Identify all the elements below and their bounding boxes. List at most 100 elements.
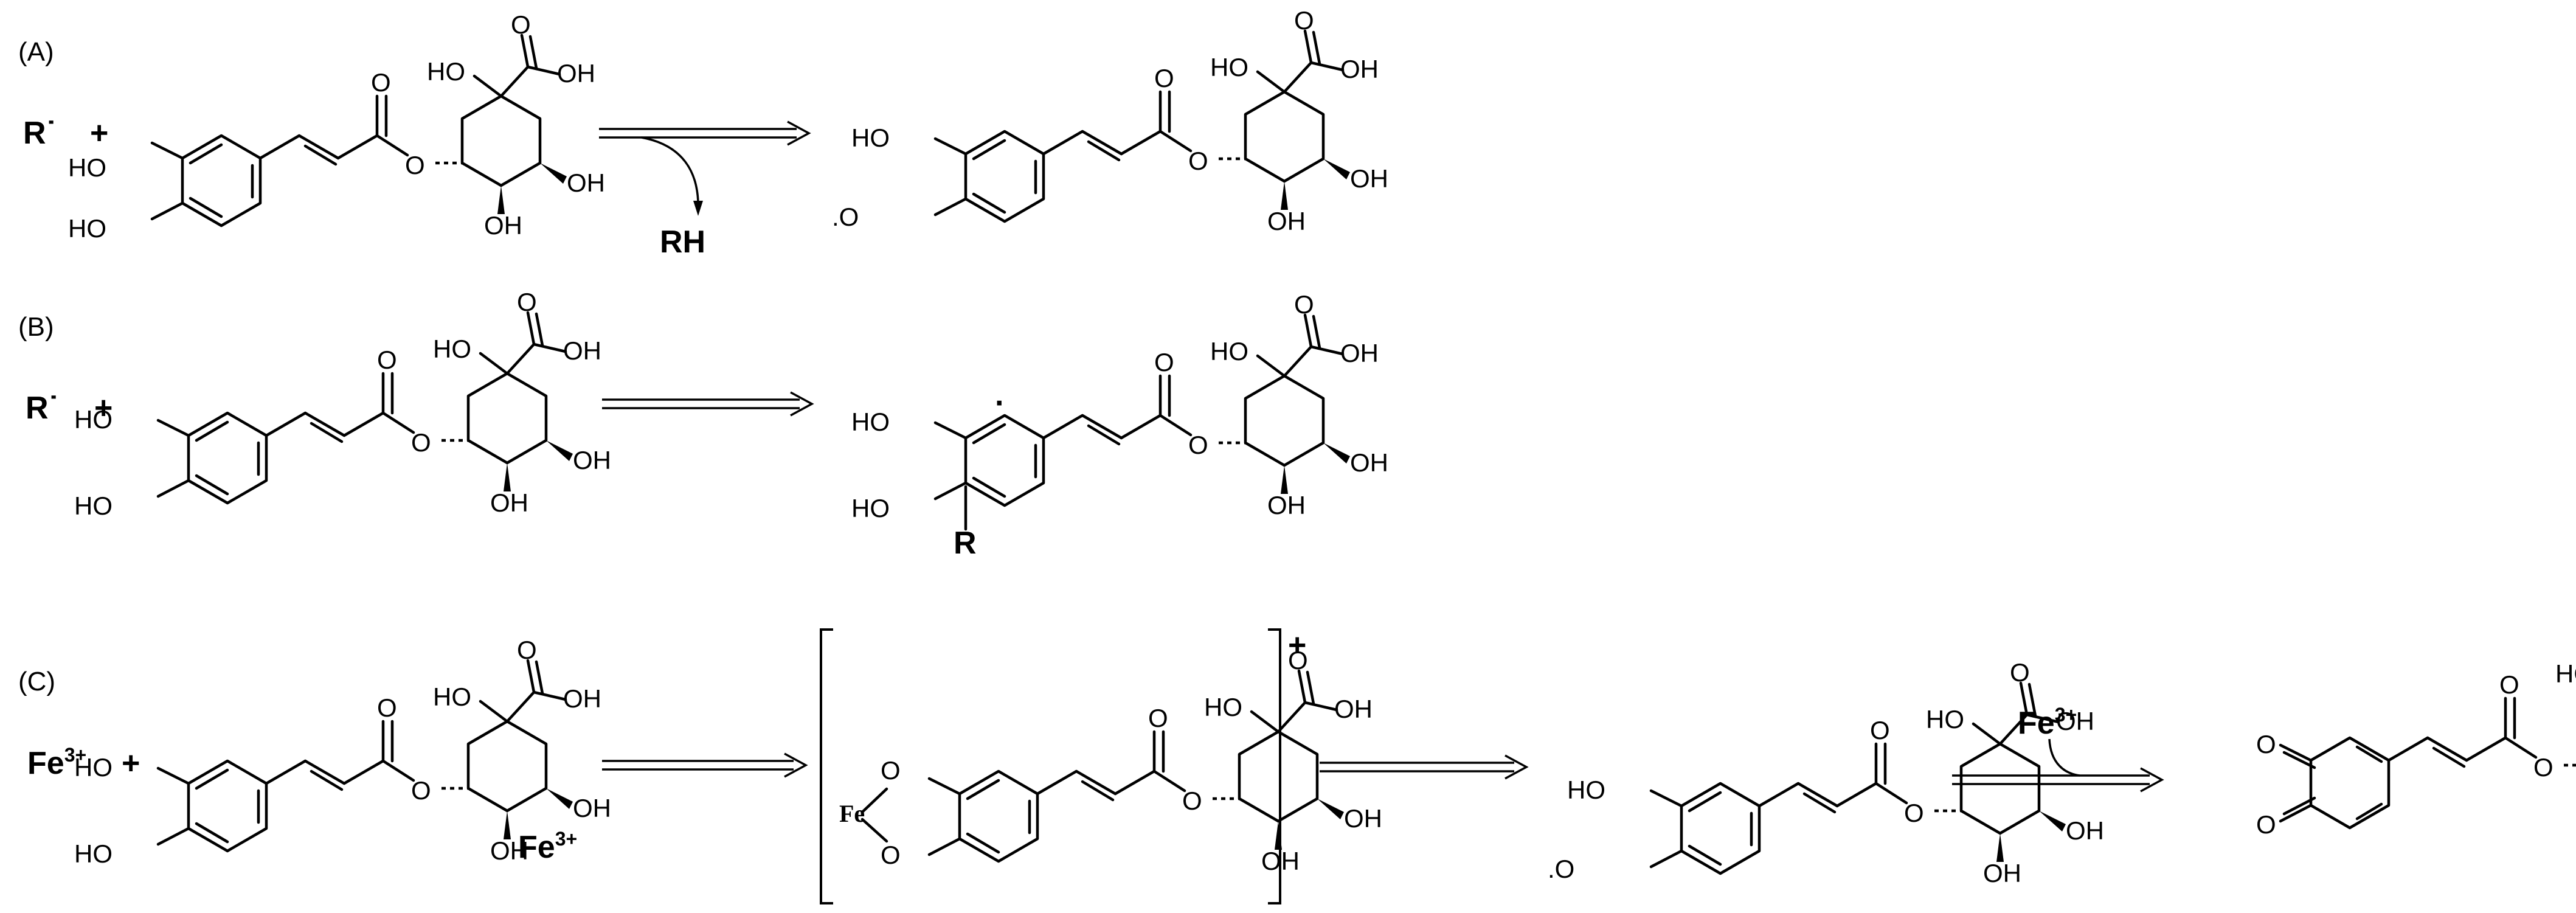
- atom-ho: HO: [74, 491, 113, 520]
- reaction-arrow-c1: [602, 752, 808, 778]
- atom-oh: OH: [563, 336, 601, 365]
- reaction-arrow-c2: [1320, 754, 1529, 780]
- radical-adduct-b: HO HO · R O O HO O OH OH OH: [851, 290, 1388, 561]
- atom-ho: HO: [74, 839, 113, 868]
- atom-o: O: [881, 756, 901, 785]
- atom-ho: HO: [74, 405, 113, 434]
- atom-o: O: [1188, 431, 1208, 459]
- atom-o: O: [2010, 658, 2030, 687]
- panel-b-plus: +: [94, 391, 113, 426]
- complex-charge: +: [1288, 628, 1306, 663]
- atom-o: O: [2256, 730, 2276, 759]
- atom-oh: OH: [1267, 207, 1306, 235]
- atom-ho: HO: [851, 494, 890, 522]
- atom-o: O: [411, 428, 431, 457]
- panel-b-label: (B): [18, 312, 54, 342]
- atom-ho: HO: [1204, 693, 1242, 721]
- atom-ho: HO: [1210, 53, 1248, 82]
- atom-ho: HO: [74, 753, 113, 782]
- radical-dot: ·: [995, 386, 1005, 421]
- panel-a-plus: +: [90, 116, 108, 151]
- panel-b: (B) R˙ + HO HO O O HO O OH OH OH HO HO ·…: [18, 288, 1388, 561]
- atom-o: O: [377, 345, 397, 374]
- panel-b-reactant: R˙: [26, 391, 59, 426]
- complex-bracket-right: [1268, 628, 1281, 904]
- atom-oh: OH: [2066, 816, 2104, 845]
- atom-oh: OH: [1983, 859, 2021, 887]
- atom-ho: HO: [68, 214, 106, 243]
- chlorogenic-acid-a: HO HO O O HO O OH OH OH: [68, 10, 605, 243]
- atom-ho: HO: [851, 408, 890, 436]
- panel-c-plus: +: [122, 746, 140, 781]
- reaction-arrow-b: [602, 391, 814, 417]
- panel-a-label: (A): [18, 37, 54, 67]
- atom-oh: OH: [1340, 339, 1379, 367]
- atom-ho: HO: [2555, 659, 2576, 688]
- atom-o: O: [1294, 6, 1314, 35]
- atom-oh: OH: [563, 684, 601, 713]
- atom-ho: HO: [1567, 776, 1605, 804]
- atom-ho: HO: [68, 153, 106, 182]
- panel-a-reactant: R˙: [23, 116, 57, 151]
- atom-oh: OH: [484, 211, 522, 240]
- atom-oh: OH: [1340, 55, 1379, 83]
- atom-o: O: [371, 68, 391, 97]
- chlorogenic-acid-b: HO HO O O HO O OH OH OH: [74, 288, 611, 520]
- atom-o: O: [517, 636, 537, 664]
- panel-c-oxidant: Fe3+: [2018, 704, 2077, 741]
- atom-o: O: [2499, 670, 2519, 699]
- atom-oh: OH: [490, 488, 528, 517]
- atom-o: O: [1154, 64, 1174, 92]
- atom-o: O: [1870, 716, 1890, 745]
- panel-c-label: (C): [18, 667, 55, 696]
- atom-oh: OH: [1344, 804, 1382, 833]
- atom-o: O: [881, 841, 901, 869]
- atom-o: O: [511, 10, 531, 39]
- atom-oh: OH: [1334, 695, 1373, 723]
- atom-o: O: [1154, 348, 1174, 377]
- adduct-r-label: R: [954, 526, 977, 561]
- atom-o: O: [1188, 147, 1208, 175]
- atom-oh: OH: [573, 446, 611, 474]
- atom-oh: OH: [490, 836, 528, 865]
- atom-ho: HO: [851, 123, 890, 152]
- atom-oh: OH: [2056, 707, 2094, 735]
- atom-o: O: [405, 151, 425, 179]
- atom-o: O: [411, 776, 431, 805]
- atom-oh: OH: [1261, 847, 1300, 875]
- atom-ho: HO: [433, 682, 471, 711]
- atom-o: O: [1294, 290, 1314, 319]
- atom-o: O: [1148, 704, 1168, 732]
- phenoxyl-radical-c: HO .O O O HO O OH OH OH: [1548, 658, 2104, 887]
- reaction-arrow-a: [599, 120, 811, 216]
- atom-oh: OH: [1267, 491, 1306, 519]
- panel-a-byproduct: RH: [660, 224, 705, 260]
- panel-a: (A) R˙ + HO HO O O HO O OH OH OH RH HO .: [18, 6, 1388, 260]
- reaction-arrow-c3: [1952, 738, 2164, 793]
- panel-c-iron-second: Fe3+: [518, 828, 577, 865]
- atom-oh: OH: [1350, 448, 1388, 477]
- atom-o: O: [377, 693, 397, 722]
- radical-oxygen: .O: [832, 203, 859, 231]
- panel-c: (C) Fe3+ + HO HO O O HO O OH OH OH Fe3+: [18, 628, 2576, 904]
- atom-o: O: [1288, 646, 1308, 675]
- radical-oxygen: .O: [1548, 855, 1574, 883]
- atom-o: O: [517, 288, 537, 316]
- panel-c-reactant: Fe3+: [27, 744, 86, 781]
- phenoxyl-radical-a: HO .O O O HO O OH OH OH: [832, 6, 1388, 235]
- atom-ho: HO: [427, 57, 465, 86]
- atom-o: O: [2533, 753, 2553, 782]
- atom-o: O: [1182, 786, 1202, 815]
- atom-oh: OH: [573, 794, 611, 822]
- atom-oh: OH: [1350, 164, 1388, 193]
- atom-oh: OH: [567, 168, 605, 197]
- complex-bracket-left: [820, 628, 833, 904]
- atom-o: O: [1904, 799, 1924, 827]
- quinone-product: O O O O HO O OH OH OH: [2256, 659, 2576, 839]
- chlorogenic-acid-c: HO HO O O HO O OH OH OH: [74, 636, 611, 868]
- atom-oh: OH: [557, 59, 595, 88]
- complex-iron: Fe: [839, 800, 865, 827]
- atom-ho: HO: [1926, 705, 1964, 734]
